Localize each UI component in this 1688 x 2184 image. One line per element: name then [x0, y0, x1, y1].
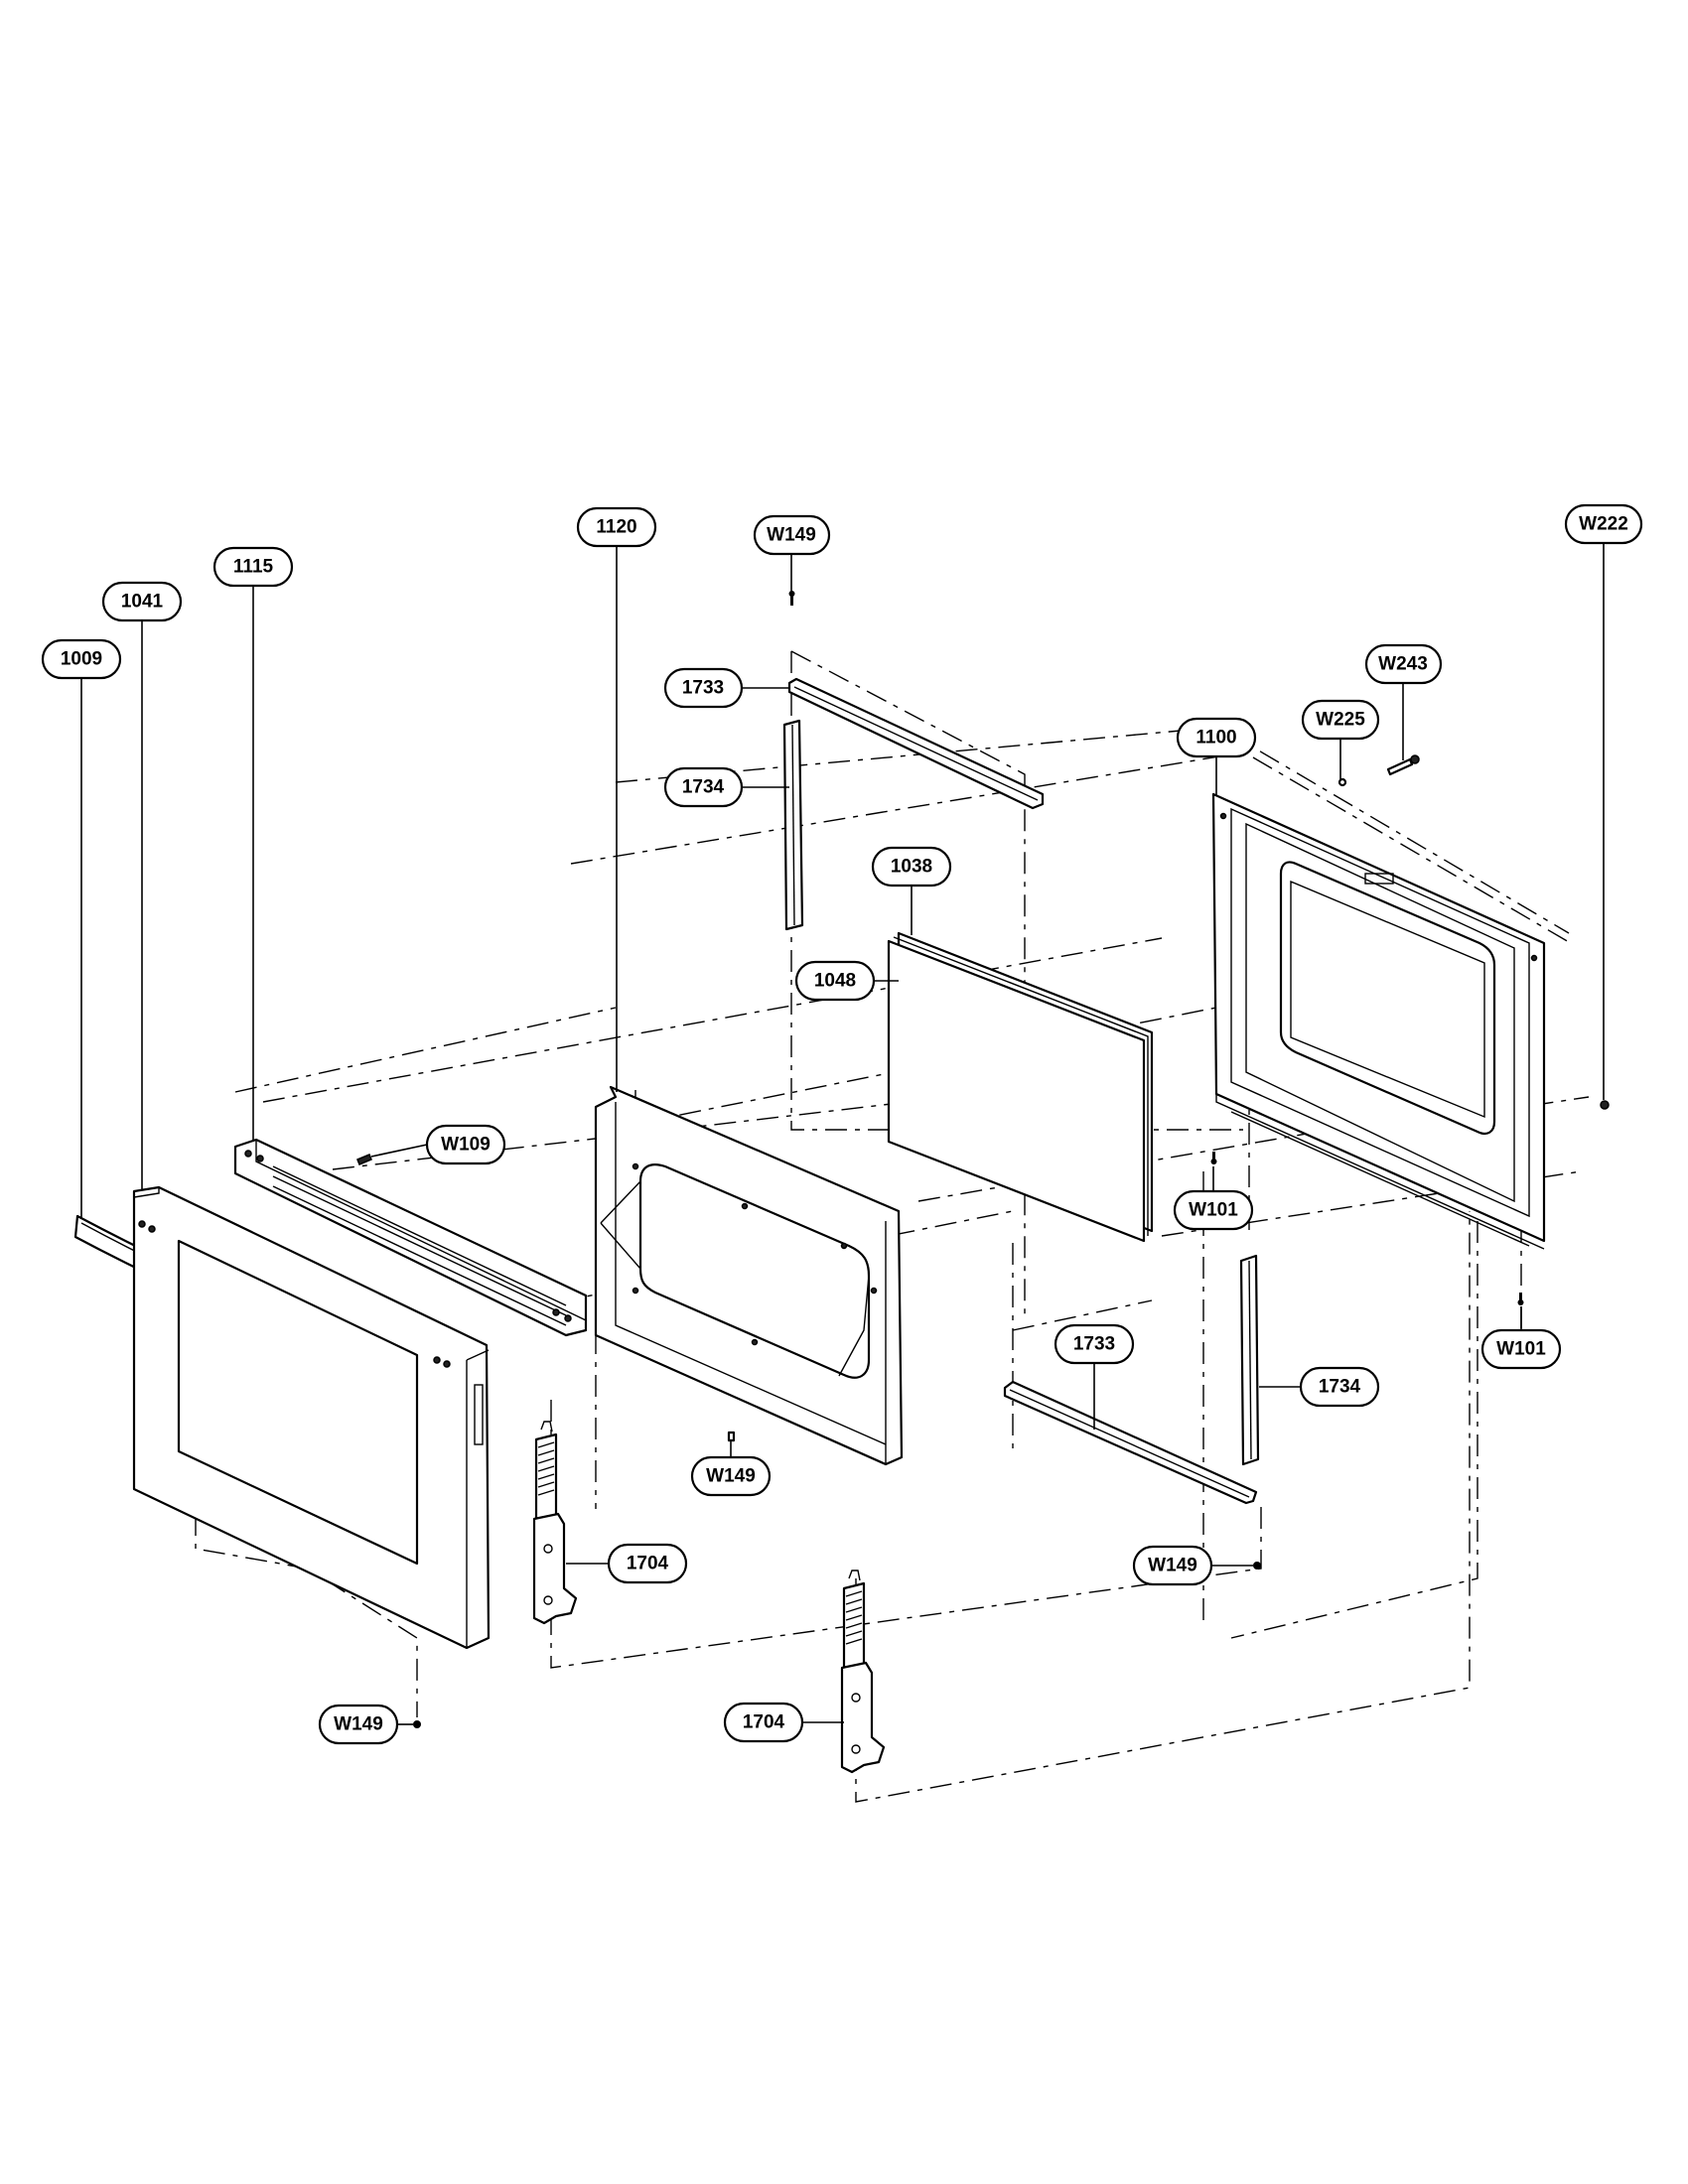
screw-w149-top: [788, 591, 795, 606]
svg-text:1734: 1734: [682, 777, 725, 798]
callout-w149-top: W149: [753, 514, 831, 556]
callout-w149-mid: W149: [690, 1455, 772, 1497]
svg-text:W225: W225: [1316, 710, 1365, 731]
callout-w243: W243: [1364, 643, 1443, 685]
callout-1733-bottom: 1733: [1054, 1323, 1135, 1365]
callout-1100: 1100: [1176, 717, 1257, 758]
part-1704-hinge-left: [532, 1421, 578, 1625]
screw-w149-right: [1253, 1562, 1261, 1570]
callout-w101-left: W101: [1173, 1189, 1254, 1231]
svg-text:W101: W101: [1189, 1200, 1238, 1221]
svg-text:1038: 1038: [891, 857, 932, 878]
part-1115-vent-trim: [233, 1138, 588, 1337]
svg-text:W101: W101: [1496, 1339, 1546, 1360]
svg-text:1120: 1120: [596, 517, 636, 538]
leader-lines: [80, 543, 1605, 1725]
part-1120-inner-door: [594, 1085, 904, 1466]
svg-text:W149: W149: [334, 1714, 383, 1735]
screws: [356, 591, 1610, 1728]
callout-w225: W225: [1301, 699, 1380, 741]
callout-1009: 1009: [41, 638, 122, 680]
svg-text:W243: W243: [1378, 654, 1428, 675]
svg-text:1009: 1009: [61, 649, 102, 670]
callout-1704-left: 1704: [607, 1543, 688, 1584]
svg-text:W109: W109: [441, 1135, 491, 1156]
part-1704-hinge-right: [840, 1570, 886, 1774]
screw-w225: [1337, 777, 1347, 787]
screw-w149-bottom: [413, 1720, 421, 1728]
screw-w149-mid: [727, 1431, 736, 1442]
svg-text:W149: W149: [706, 1466, 756, 1487]
callout-w222: W222: [1564, 503, 1643, 545]
callout-1734-top: 1734: [663, 766, 744, 808]
callout-1115: 1115: [212, 546, 294, 588]
callout-1704-right: 1704: [723, 1702, 804, 1743]
screw-w101-left: [1210, 1152, 1217, 1164]
svg-text:1733: 1733: [682, 678, 724, 699]
part-1041-outer-door: [132, 1185, 491, 1650]
callout-1041: 1041: [101, 581, 183, 622]
callout-1733-top: 1733: [663, 667, 744, 709]
callout-w109: W109: [425, 1124, 506, 1165]
svg-text:1734: 1734: [1319, 1377, 1361, 1398]
callout-w101-right: W101: [1480, 1328, 1562, 1370]
svg-text:1115: 1115: [233, 557, 274, 578]
callouts: W149 1733 1734 W243 W225 1100 1038 1048: [41, 503, 1643, 1745]
svg-text:1048: 1048: [814, 971, 856, 992]
callout-1734-bottom: 1734: [1299, 1366, 1380, 1408]
screw-w101-right: [1517, 1293, 1524, 1305]
callout-w149-bottom: W149: [318, 1704, 399, 1745]
part-1733-bottom-strip: [1003, 1380, 1258, 1505]
svg-text:W149: W149: [1148, 1556, 1197, 1576]
callout-1048: 1048: [794, 960, 876, 1002]
svg-text:W149: W149: [767, 525, 816, 546]
screw-w243: [1386, 754, 1420, 776]
svg-text:1704: 1704: [627, 1554, 669, 1574]
screw-w222: [1600, 1100, 1610, 1110]
screw-w109: [356, 1154, 372, 1165]
svg-text:1100: 1100: [1196, 728, 1236, 749]
part-1100-door-liner: [1211, 792, 1546, 1250]
callout-1038: 1038: [871, 846, 952, 887]
svg-text:W222: W222: [1579, 514, 1628, 535]
callout-1120: 1120: [576, 506, 657, 548]
callout-w149-right: W149: [1132, 1545, 1213, 1586]
part-1038-1048-glass: [887, 931, 1154, 1243]
part-1733-top-strip: [787, 677, 1045, 810]
svg-text:1041: 1041: [121, 592, 164, 613]
svg-text:1704: 1704: [743, 1712, 785, 1733]
svg-text:1733: 1733: [1073, 1334, 1115, 1355]
part-1734-side-strip-top: [782, 719, 804, 931]
part-1734-side-strip-bottom: [1239, 1254, 1260, 1466]
